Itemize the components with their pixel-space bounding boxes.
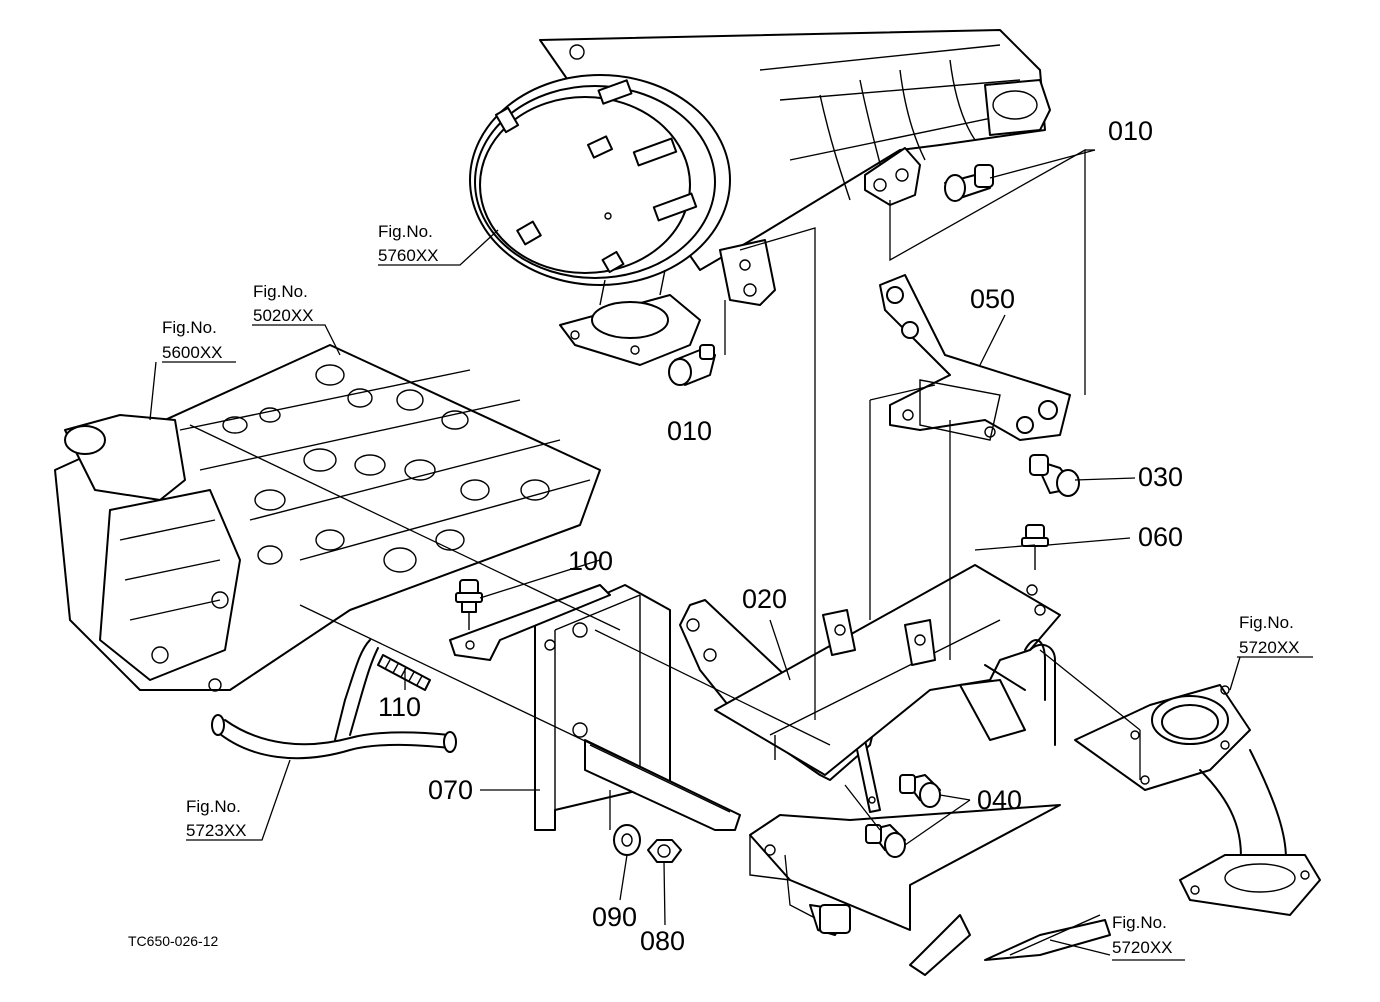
water-hose bbox=[211, 639, 457, 760]
fig-ref-dpf-number: 5760XX bbox=[378, 246, 439, 265]
callout-040: 040 bbox=[977, 785, 1022, 815]
callout-100: 100 bbox=[568, 546, 613, 576]
figure-references: Fig.No. 5760XX Fig.No. 5020XX Fig.No. 56… bbox=[162, 222, 1300, 957]
fig-ref-hose-label: Fig.No. bbox=[186, 797, 241, 816]
fig-ref-dpf-label: Fig.No. bbox=[378, 222, 433, 241]
fig-ref-exhaust-lower-label: Fig.No. bbox=[1112, 913, 1167, 932]
exhaust-pipe bbox=[1074, 684, 1321, 916]
bolt-060 bbox=[1021, 524, 1049, 570]
callout-060: 060 bbox=[1138, 522, 1183, 552]
washer-090 bbox=[613, 824, 641, 856]
fig-ref-water-pipe-number: 5600XX bbox=[162, 343, 223, 362]
stud-110 bbox=[377, 654, 431, 691]
lower-exhaust bbox=[909, 914, 1111, 976]
fig-ref-head-label: Fig.No. bbox=[253, 282, 308, 301]
callout-030: 030 bbox=[1138, 462, 1183, 492]
callout-050: 050 bbox=[970, 284, 1015, 314]
fig-ref-exhaust-lower-number: 5720XX bbox=[1112, 938, 1173, 957]
cylinder-head bbox=[54, 344, 601, 692]
bolts-040 bbox=[865, 774, 941, 858]
lower-plate bbox=[749, 804, 1061, 931]
callout-010-top: 010 bbox=[1108, 116, 1153, 146]
fig-ref-head-number: 5020XX bbox=[253, 306, 314, 325]
callout-110: 110 bbox=[378, 692, 421, 722]
support-tray bbox=[714, 564, 1061, 776]
fig-ref-water-pipe-label: Fig.No. bbox=[162, 318, 217, 337]
bracket-050 bbox=[879, 274, 1071, 441]
callout-leaders bbox=[149, 149, 1313, 961]
callout-080: 080 bbox=[640, 926, 685, 956]
callout-010-bottom: 010 bbox=[667, 416, 712, 446]
bolt-100 bbox=[455, 579, 483, 630]
callout-020: 020 bbox=[742, 584, 787, 614]
bolt-010-bottom bbox=[668, 344, 716, 386]
callout-070: 070 bbox=[428, 775, 473, 805]
bracket-070 bbox=[534, 584, 741, 831]
bolt-030 bbox=[1029, 454, 1080, 497]
drawing-code: TC650-026-12 bbox=[128, 933, 218, 949]
fig-ref-exhaust-pipe-label: Fig.No. bbox=[1239, 613, 1294, 632]
bracket-100 bbox=[449, 584, 611, 661]
nut-080 bbox=[647, 839, 682, 863]
alignment-lines bbox=[189, 148, 1141, 919]
dpf-assembly bbox=[469, 29, 1051, 366]
bolt-lower bbox=[809, 904, 851, 936]
bolt-010-top bbox=[944, 164, 994, 202]
callout-labels: 010 010 050 030 060 100 020 110 070 040 … bbox=[378, 116, 1183, 956]
fig-ref-hose-number: 5723XX bbox=[186, 821, 247, 840]
fig-ref-exhaust-pipe-number: 5720XX bbox=[1239, 638, 1300, 657]
callout-090: 090 bbox=[592, 902, 637, 932]
